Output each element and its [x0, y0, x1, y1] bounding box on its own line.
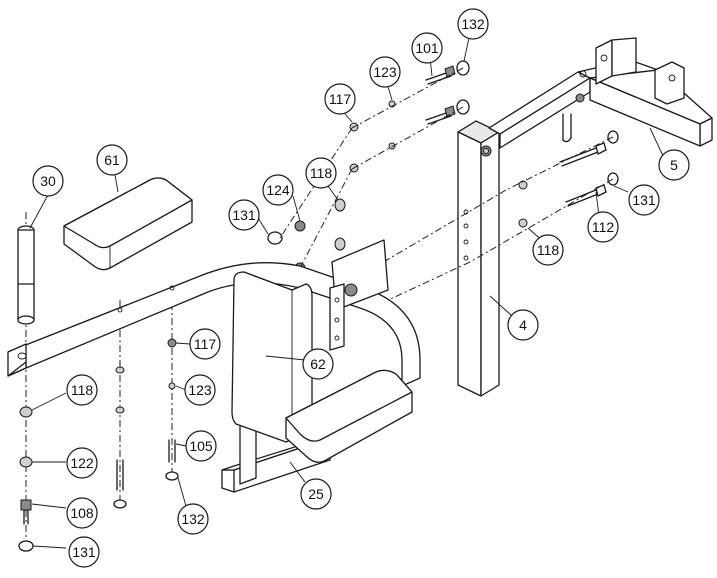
callout-108: 108: [66, 497, 98, 529]
callout-131-bottom: 131: [68, 536, 100, 568]
callout-123-low: 123: [184, 374, 216, 406]
svg-text:124: 124: [266, 182, 290, 198]
callout-62: 62: [302, 348, 334, 380]
top-frame-part-5: [488, 37, 713, 149]
seat-pad: [285, 369, 413, 463]
callout-61: 61: [96, 144, 128, 176]
assembly-guide-lines: [25, 67, 614, 540]
svg-text:112: 112: [592, 219, 615, 235]
svg-text:108: 108: [70, 505, 94, 521]
svg-text:117: 117: [329, 91, 352, 107]
callout-123-top: 123: [369, 56, 401, 88]
top-hardware-chain: [349, 60, 470, 173]
callout-30: 30: [32, 165, 64, 197]
svg-text:132: 132: [461, 16, 485, 32]
callout-105: 105: [185, 430, 217, 462]
callout-118-left: 118: [66, 374, 98, 406]
svg-text:105: 105: [189, 438, 213, 454]
mid-hardware: [267, 198, 346, 274]
callout-124: 124: [262, 174, 294, 206]
svg-text:131: 131: [632, 192, 656, 208]
callout-122: 122: [66, 447, 98, 479]
svg-text:25: 25: [308, 486, 324, 502]
svg-text:132: 132: [181, 511, 205, 527]
svg-text:122: 122: [70, 455, 94, 471]
svg-text:4: 4: [519, 317, 527, 333]
callout-5: 5: [658, 149, 690, 181]
callout-132-low: 132: [177, 503, 209, 535]
svg-text:30: 30: [40, 173, 56, 189]
pin-part-30: [17, 225, 35, 325]
svg-text:123: 123: [373, 64, 397, 80]
svg-text:101: 101: [415, 40, 439, 56]
callout-101: 101: [411, 32, 443, 64]
callout-131-right: 131: [628, 184, 660, 216]
callout-25: 25: [300, 478, 332, 510]
callout-131-left: 131: [228, 199, 260, 231]
callout-4: 4: [507, 309, 539, 341]
callout-117-top: 117: [324, 83, 356, 115]
bottom-hardware: [18, 338, 179, 552]
svg-text:61: 61: [104, 152, 120, 168]
callout-132-top: 132: [457, 8, 489, 40]
svg-text:118: 118: [310, 165, 333, 181]
svg-text:118: 118: [537, 242, 560, 258]
top-pad-part-61: [63, 177, 193, 271]
svg-text:131: 131: [232, 207, 256, 223]
callout-117-low: 117: [189, 328, 221, 360]
svg-text:62: 62: [310, 356, 326, 372]
svg-text:123: 123: [188, 382, 212, 398]
callout-118-mid: 118: [305, 157, 337, 189]
callout-112: 112: [587, 211, 619, 243]
callout-118-right: 118: [532, 234, 564, 266]
bolt-set-part-112: [518, 130, 619, 228]
svg-text:118: 118: [71, 382, 94, 398]
svg-text:5: 5: [670, 157, 678, 173]
svg-text:131: 131: [72, 544, 96, 560]
svg-text:117: 117: [194, 336, 217, 352]
upright-post-part-4: [457, 120, 500, 397]
